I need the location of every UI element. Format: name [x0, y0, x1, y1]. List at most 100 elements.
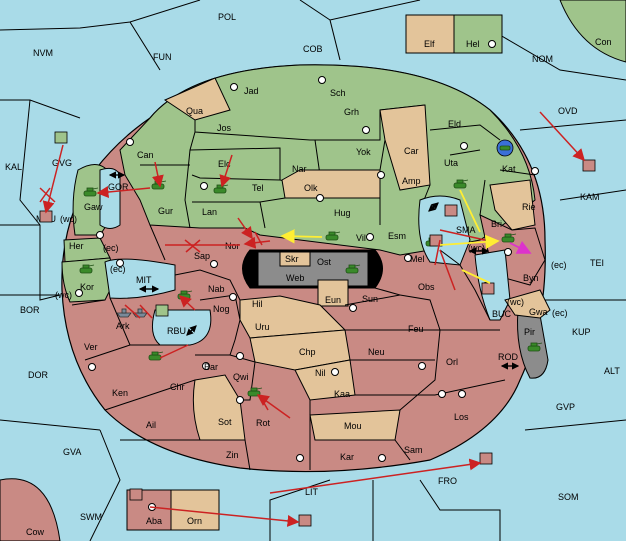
territory-car	[379, 104, 431, 191]
supply-centers	[75, 40, 539, 511]
svg-text:Cow: Cow	[26, 527, 45, 537]
svg-text:Gur: Gur	[158, 206, 173, 216]
territory-olk	[281, 169, 381, 199]
svg-text:POL: POL	[218, 12, 236, 22]
svg-text:Orn: Orn	[187, 516, 202, 526]
svg-text:Hel: Hel	[466, 39, 480, 49]
svg-text:(ec): (ec)	[551, 260, 567, 270]
svg-text:Byn: Byn	[523, 273, 539, 283]
svg-text:GOR: GOR	[108, 182, 129, 192]
svg-text:BUC: BUC	[492, 309, 512, 319]
svg-text:Aba: Aba	[146, 516, 162, 526]
svg-text:Ver: Ver	[84, 342, 98, 352]
svg-text:Gwa: Gwa	[529, 307, 548, 317]
svg-text:Sam: Sam	[404, 445, 423, 455]
svg-text:Bar: Bar	[204, 362, 218, 372]
svg-text:FUN: FUN	[153, 52, 172, 62]
svg-text:Skr: Skr	[285, 254, 299, 264]
svg-text:ALT: ALT	[604, 366, 620, 376]
svg-text:Con: Con	[595, 37, 612, 47]
svg-text:Nor: Nor	[225, 241, 240, 251]
svg-text:Amp: Amp	[402, 176, 421, 186]
svg-text:Feu: Feu	[408, 324, 424, 334]
svg-text:Mou: Mou	[344, 421, 362, 431]
territory-gwa	[504, 289, 551, 319]
svg-text:FRO: FRO	[438, 476, 457, 486]
convoy-arrows	[108, 171, 520, 370]
svg-text:(ec): (ec)	[103, 243, 119, 253]
svg-text:Kaa: Kaa	[334, 389, 350, 399]
svg-text:Kar: Kar	[340, 452, 354, 462]
svg-text:Ail: Ail	[146, 420, 156, 430]
svg-text:Car: Car	[404, 146, 419, 156]
svg-text:Uru: Uru	[255, 322, 270, 332]
svg-text:Hil: Hil	[252, 299, 263, 309]
svg-text:Sot: Sot	[218, 417, 232, 427]
svg-text:Zin: Zin	[226, 450, 239, 460]
sea-labels: POL NVM FUN COB NOM OVD KAL KAM MVU BOR …	[5, 12, 620, 522]
orders-yellow	[280, 189, 500, 284]
svg-text:DOR: DOR	[28, 370, 49, 380]
svg-text:Kor: Kor	[80, 282, 94, 292]
svg-text:Ken: Ken	[112, 388, 128, 398]
svg-text:Ost: Ost	[317, 257, 332, 267]
territory-qua	[163, 77, 231, 121]
svg-text:Pir: Pir	[524, 327, 535, 337]
svg-text:Obs: Obs	[418, 282, 435, 292]
svg-text:NVM: NVM	[33, 48, 53, 58]
svg-text:Grh: Grh	[344, 107, 359, 117]
svg-text:Sap: Sap	[194, 251, 210, 261]
svg-text:KAL: KAL	[5, 162, 22, 172]
territory-borders-south	[71, 224, 506, 471]
orders-red	[39, 111, 586, 527]
svg-text:Esm: Esm	[388, 231, 406, 241]
orders-magenta	[509, 240, 532, 254]
svg-text:SWM: SWM	[80, 512, 102, 522]
svg-text:Neu: Neu	[368, 347, 385, 357]
svg-text:Nil: Nil	[315, 368, 326, 378]
svg-text:Chp: Chp	[299, 347, 316, 357]
dislodged-markers	[39, 131, 596, 527]
svg-text:Tel: Tel	[252, 183, 264, 193]
water-rbu	[151, 309, 212, 346]
svg-text:Chr: Chr	[170, 382, 185, 392]
coast-tags: (wc) (wc) (wc) (wc) (ec) (ec) (ec) (ec)	[55, 214, 568, 318]
territory-skr	[279, 251, 311, 267]
svg-text:NOM: NOM	[532, 54, 553, 64]
svg-text:Rot: Rot	[256, 418, 271, 428]
territory-con	[559, 0, 626, 63]
svg-text:Nog: Nog	[213, 304, 230, 314]
svg-text:Can: Can	[137, 150, 154, 160]
svg-text:Olk: Olk	[304, 183, 318, 193]
svg-text:Lan: Lan	[202, 207, 217, 217]
svg-text:KAM: KAM	[580, 192, 600, 202]
svg-text:ROD: ROD	[498, 352, 519, 362]
territory-eun	[317, 279, 349, 307]
svg-text:Jos: Jos	[217, 123, 232, 133]
svg-text:(ec): (ec)	[552, 308, 568, 318]
svg-text:SMA: SMA	[456, 225, 476, 235]
svg-text:TEI: TEI	[590, 258, 604, 268]
svg-text:(wc): (wc)	[60, 214, 77, 224]
svg-text:Eld: Eld	[448, 119, 461, 129]
svg-text:LIT: LIT	[305, 487, 319, 497]
svg-text:Nar: Nar	[292, 164, 307, 174]
svg-text:Mel: Mel	[410, 254, 425, 264]
svg-text:Sch: Sch	[330, 88, 346, 98]
svg-text:Los: Los	[454, 412, 469, 422]
svg-text:SOM: SOM	[558, 492, 579, 502]
svg-text:Jad: Jad	[244, 86, 259, 96]
territory-rie	[489, 179, 536, 231]
svg-text:Elc: Elc	[218, 159, 231, 169]
svg-text:Bri: Bri	[491, 219, 502, 229]
svg-text:Gaw: Gaw	[84, 202, 103, 212]
svg-text:Kat: Kat	[502, 164, 516, 174]
svg-text:Vil: Vil	[356, 233, 366, 243]
svg-text:GVG: GVG	[52, 158, 72, 168]
svg-text:Sun: Sun	[362, 294, 378, 304]
svg-text:Ark: Ark	[116, 321, 130, 331]
svg-text:Elf: Elf	[424, 39, 435, 49]
